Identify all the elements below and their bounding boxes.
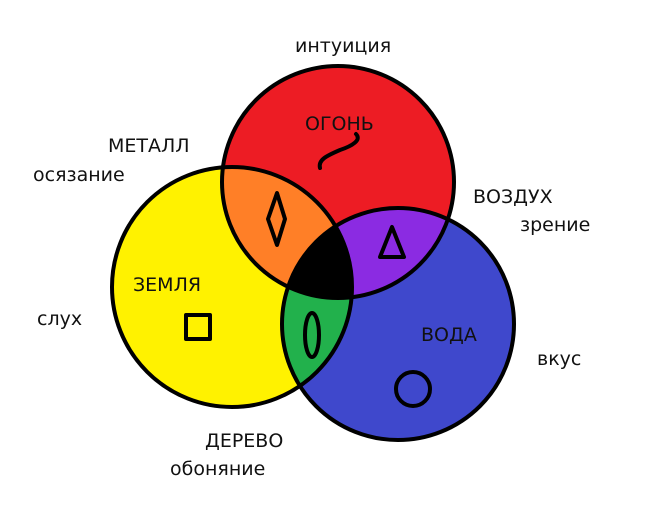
air-sense-label: зрение [520,214,591,236]
earth-outline [110,165,354,409]
wood-label: ДЕРЕВО [205,430,284,452]
square-icon [184,313,212,341]
wood-sense-label: обоняние [170,458,266,480]
circle-icon [394,370,432,408]
ellipse-icon [303,311,321,359]
fire-sense-label: интуиция [295,35,392,57]
air-label: ВОЗДУХ [473,186,553,208]
triangle-icon [378,225,406,259]
earth-label: ЗЕМЛЯ [133,274,202,296]
fire-label: ОГОНЬ [305,113,374,135]
metal-sense-label: осязание [33,164,125,186]
diamond-icon [266,191,287,247]
metal-label: МЕТАЛЛ [108,135,190,157]
water-outline [280,206,516,442]
swirl-icon [317,132,360,170]
water-sense-label: вкус [537,348,582,370]
earth-sense-label: слух [37,308,83,330]
fire-outline [220,64,456,300]
water-label: ВОДА [421,324,477,346]
